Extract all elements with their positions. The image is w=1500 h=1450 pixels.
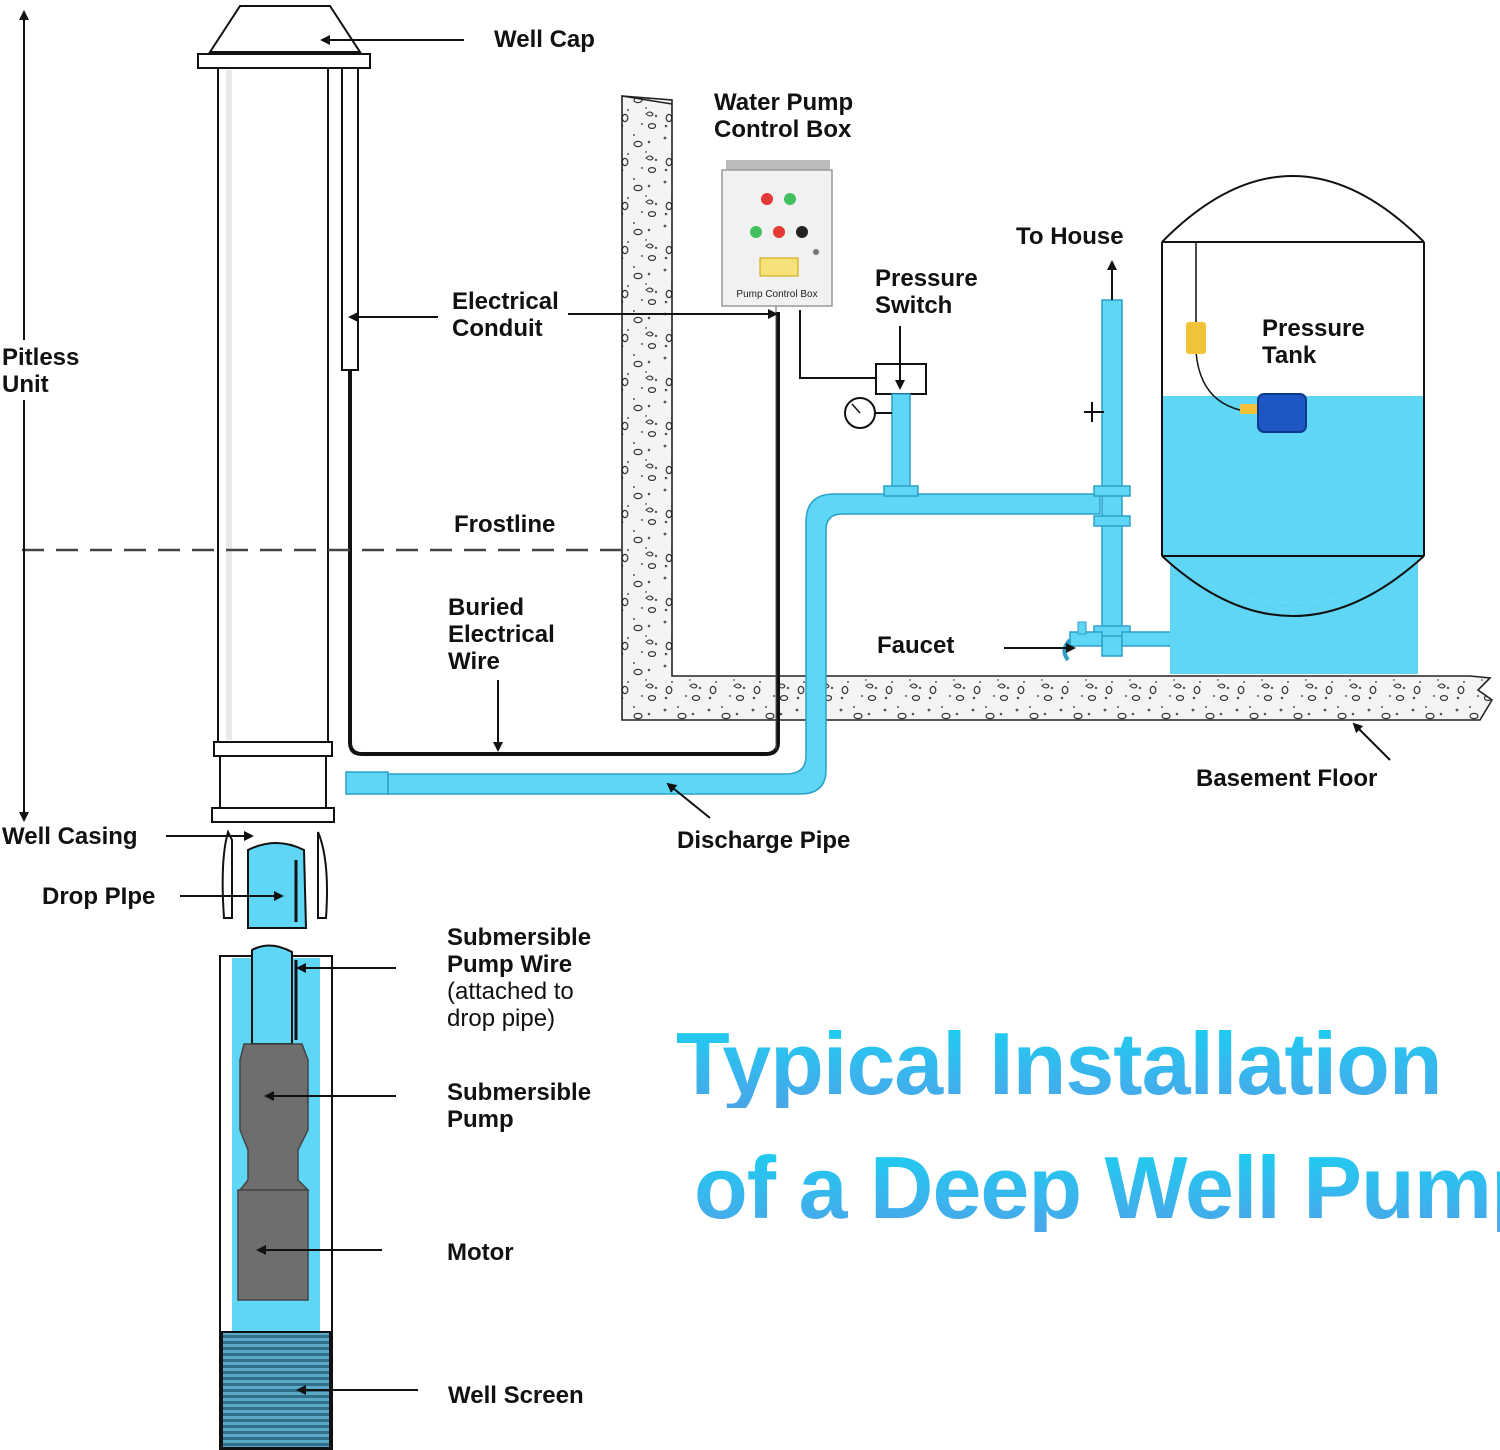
well-screen-label: Well Screen — [448, 1382, 584, 1409]
faucet — [1062, 621, 1103, 662]
discharge-pipe-label: Discharge Pipe — [677, 827, 851, 854]
motor — [237, 1189, 309, 1301]
pump-control-box: Pump Control Box — [721, 160, 833, 307]
frostline-label: Frostline — [454, 511, 556, 538]
to-house-label: To House — [1016, 223, 1124, 250]
basement-wall — [621, 95, 1494, 721]
well-casing-label: Well Casing — [2, 823, 138, 850]
motor-label: Motor — [447, 1239, 514, 1266]
faucet-label: Faucet — [877, 632, 955, 659]
pump-wire-note-line1: (attached to — [447, 978, 574, 1005]
electrical-conduit — [341, 67, 780, 756]
well-cap-label: Well Cap — [494, 26, 595, 53]
callout-arrows — [166, 35, 1391, 1395]
diagram-title-line1: Typical Installation — [676, 1014, 1443, 1113]
pitless-casing — [211, 67, 335, 823]
drop-pipe-label: Drop PIpe — [42, 883, 156, 910]
pump-wire-note-line2: drop pipe) — [447, 1005, 556, 1032]
discharge-pipe — [345, 493, 1101, 795]
submersible-pump — [238, 1043, 310, 1191]
house-riser — [1084, 260, 1173, 657]
pressure-tank — [1161, 175, 1425, 674]
well-cap — [197, 5, 371, 69]
control-box-plate-text: Pump Control Box — [736, 289, 817, 300]
pressure-switch — [799, 310, 927, 497]
well-casing-lower — [221, 829, 328, 929]
diagram-title-line2: of a Deep Well Pump — [694, 1144, 1500, 1232]
basement-floor-label: Basement Floor — [1196, 765, 1378, 792]
